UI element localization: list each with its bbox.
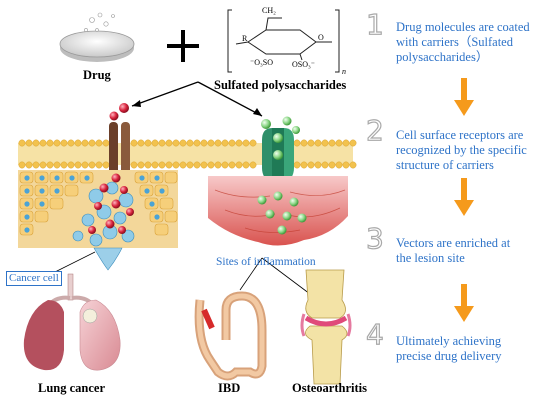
osteoarthritis-label: Osteoarthritis — [292, 381, 367, 395]
chem-n: n — [342, 67, 346, 76]
cell-membrane — [18, 139, 357, 169]
intestine-icon — [194, 291, 267, 381]
receptor-green — [262, 128, 294, 186]
ibd-label: IBD — [218, 381, 241, 395]
chem-oso3-right: OSO₃⁻ — [292, 60, 316, 69]
step-2-number: 2 — [365, 113, 384, 147]
lungs-icon — [23, 273, 121, 371]
step-2-text: Cell surface receptors are recognized by… — [396, 128, 527, 172]
drug-label: Drug — [83, 68, 111, 82]
inflamed-tissue — [208, 176, 348, 246]
step-3-number: 3 — [365, 221, 384, 255]
receptor-brown — [109, 122, 130, 174]
lung-cancer-label: Lung cancer — [38, 381, 106, 395]
polysaccharide-structure — [227, 9, 340, 73]
knee-joint-icon — [300, 269, 352, 385]
chem-oso3-left: ⁻O₃SO — [250, 58, 274, 67]
step-4-number: 4 — [365, 317, 384, 351]
cancer-cell-label: Cancer cell — [6, 271, 62, 286]
drug-particles — [109, 103, 300, 134]
step-4-text: Ultimately achieving precise drug delive… — [396, 334, 502, 363]
inflammation-label: Sites of inflammation — [216, 256, 316, 268]
plus-icon — [167, 30, 199, 62]
chem-ch2: CH₂ — [262, 6, 276, 15]
delivery-arrows — [131, 81, 263, 117]
step-3-text: Vectors are enriched at the lesion site — [396, 236, 511, 265]
chem-r: R — [242, 34, 248, 43]
step-1-text: Drug molecules are coated with carriers（… — [396, 20, 530, 64]
chem-o: O — [318, 33, 324, 42]
drug-pill-icon — [59, 12, 135, 62]
step-1-number: 1 — [365, 7, 384, 41]
sulfated-label: Sulfated polysaccharides — [214, 78, 347, 92]
step-arrows — [454, 78, 474, 322]
cancer-tissue — [18, 170, 178, 271]
